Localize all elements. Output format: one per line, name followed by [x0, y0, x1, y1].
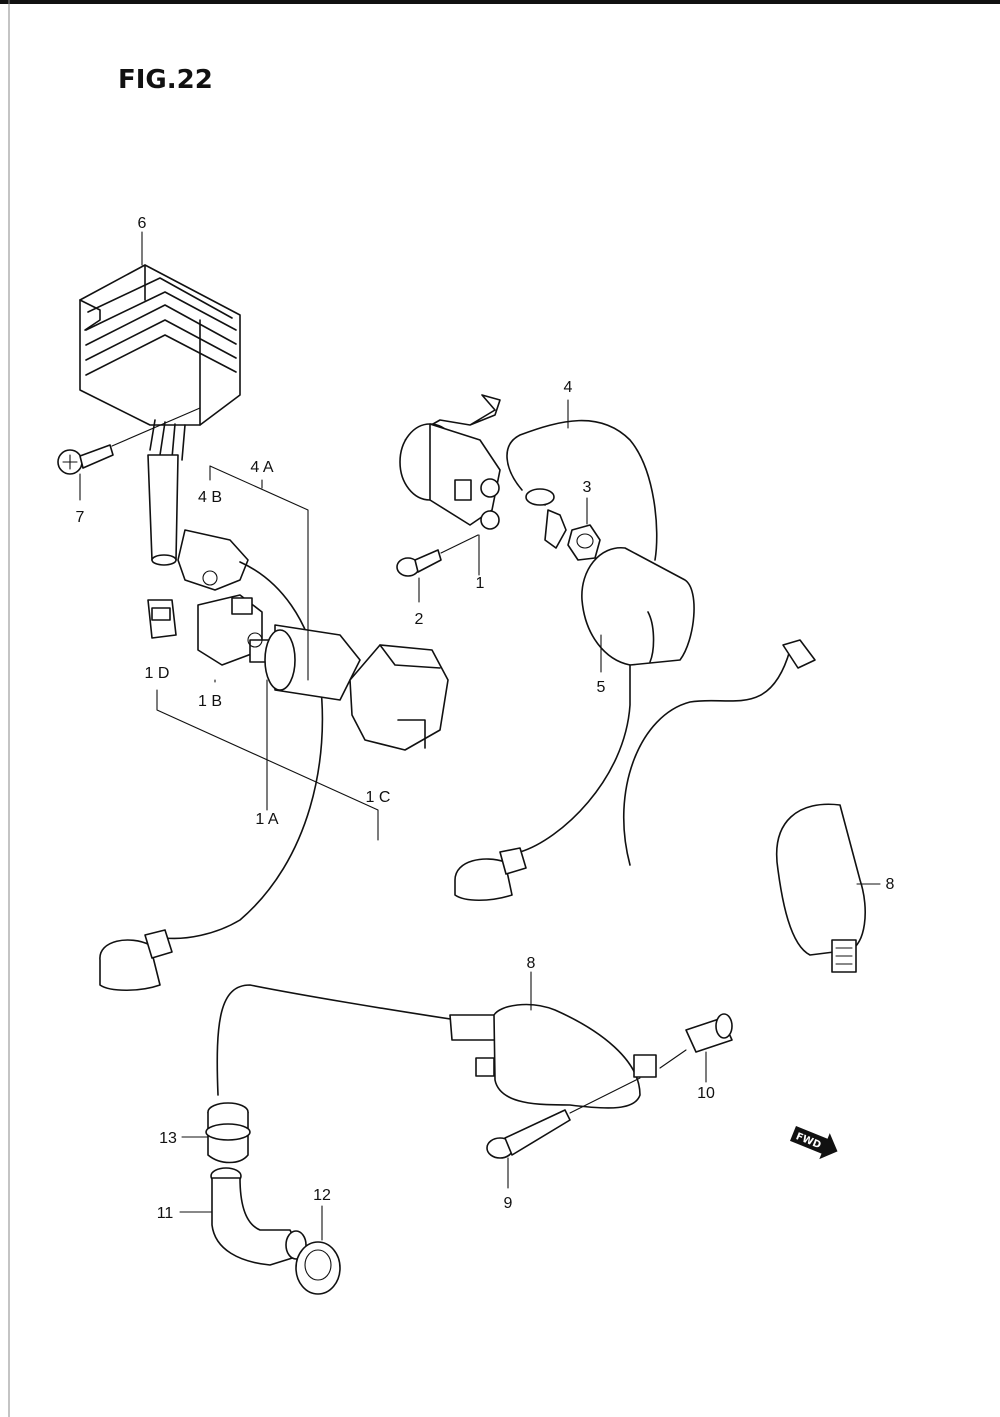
- cap-1d: [147, 599, 177, 639]
- screw-7: [57, 407, 201, 475]
- ignition-coil-8-lower: [216, 984, 657, 1109]
- plug-cap-center: [454, 847, 527, 902]
- grommet-13: [205, 1102, 251, 1164]
- callout-1C: 1 C: [366, 789, 391, 806]
- bracket-1: [156, 679, 379, 841]
- bolt-9: [486, 1077, 641, 1159]
- figure-title: FIG.22: [118, 65, 213, 95]
- callout-13: 13: [159, 1130, 177, 1147]
- callout-1: 1: [476, 575, 485, 592]
- ignition-coil-8-right: [622, 639, 866, 973]
- callout-3: 3: [583, 479, 592, 496]
- nut-3: [567, 524, 601, 561]
- terminal-cap-5: [519, 547, 695, 853]
- callout-10: 10: [697, 1085, 715, 1102]
- coil-1a: [264, 624, 361, 701]
- callout-9: 9: [504, 1195, 513, 1212]
- lead-wire-4: [506, 419, 658, 561]
- callout-8-lower: 8: [527, 955, 536, 972]
- callout-4: 4: [564, 379, 573, 396]
- plug-cap-left: [99, 929, 173, 992]
- callout-12: 12: [313, 1187, 331, 1204]
- spacer-10: [659, 1013, 733, 1069]
- relay-body-1b: [197, 594, 281, 666]
- callout-1A: 1 A: [255, 811, 278, 828]
- callout-1B: 1 B: [198, 693, 222, 710]
- fwd-arrow-icon: FWD: [790, 1126, 838, 1160]
- callout-6: 6: [138, 215, 147, 232]
- cap-12: [295, 1241, 341, 1295]
- callout-7: 7: [76, 509, 85, 526]
- cover-1c: [349, 644, 449, 751]
- callout-5: 5: [597, 679, 606, 696]
- bracket-4a: [209, 465, 309, 681]
- callout-4B: 4 B: [198, 489, 222, 506]
- callout-11: 11: [157, 1205, 174, 1222]
- callout-4A: 4 A: [250, 459, 273, 476]
- regulator-rectifier: [79, 264, 241, 566]
- elbow-11: [210, 1167, 307, 1266]
- callout-8-right: 8: [886, 876, 895, 893]
- screw-2: [396, 534, 479, 577]
- starter-relay-1: [399, 394, 501, 530]
- plug-cap-4b: [164, 529, 324, 940]
- callout-1D: 1 D: [145, 665, 170, 682]
- callout-2: 2: [415, 611, 424, 628]
